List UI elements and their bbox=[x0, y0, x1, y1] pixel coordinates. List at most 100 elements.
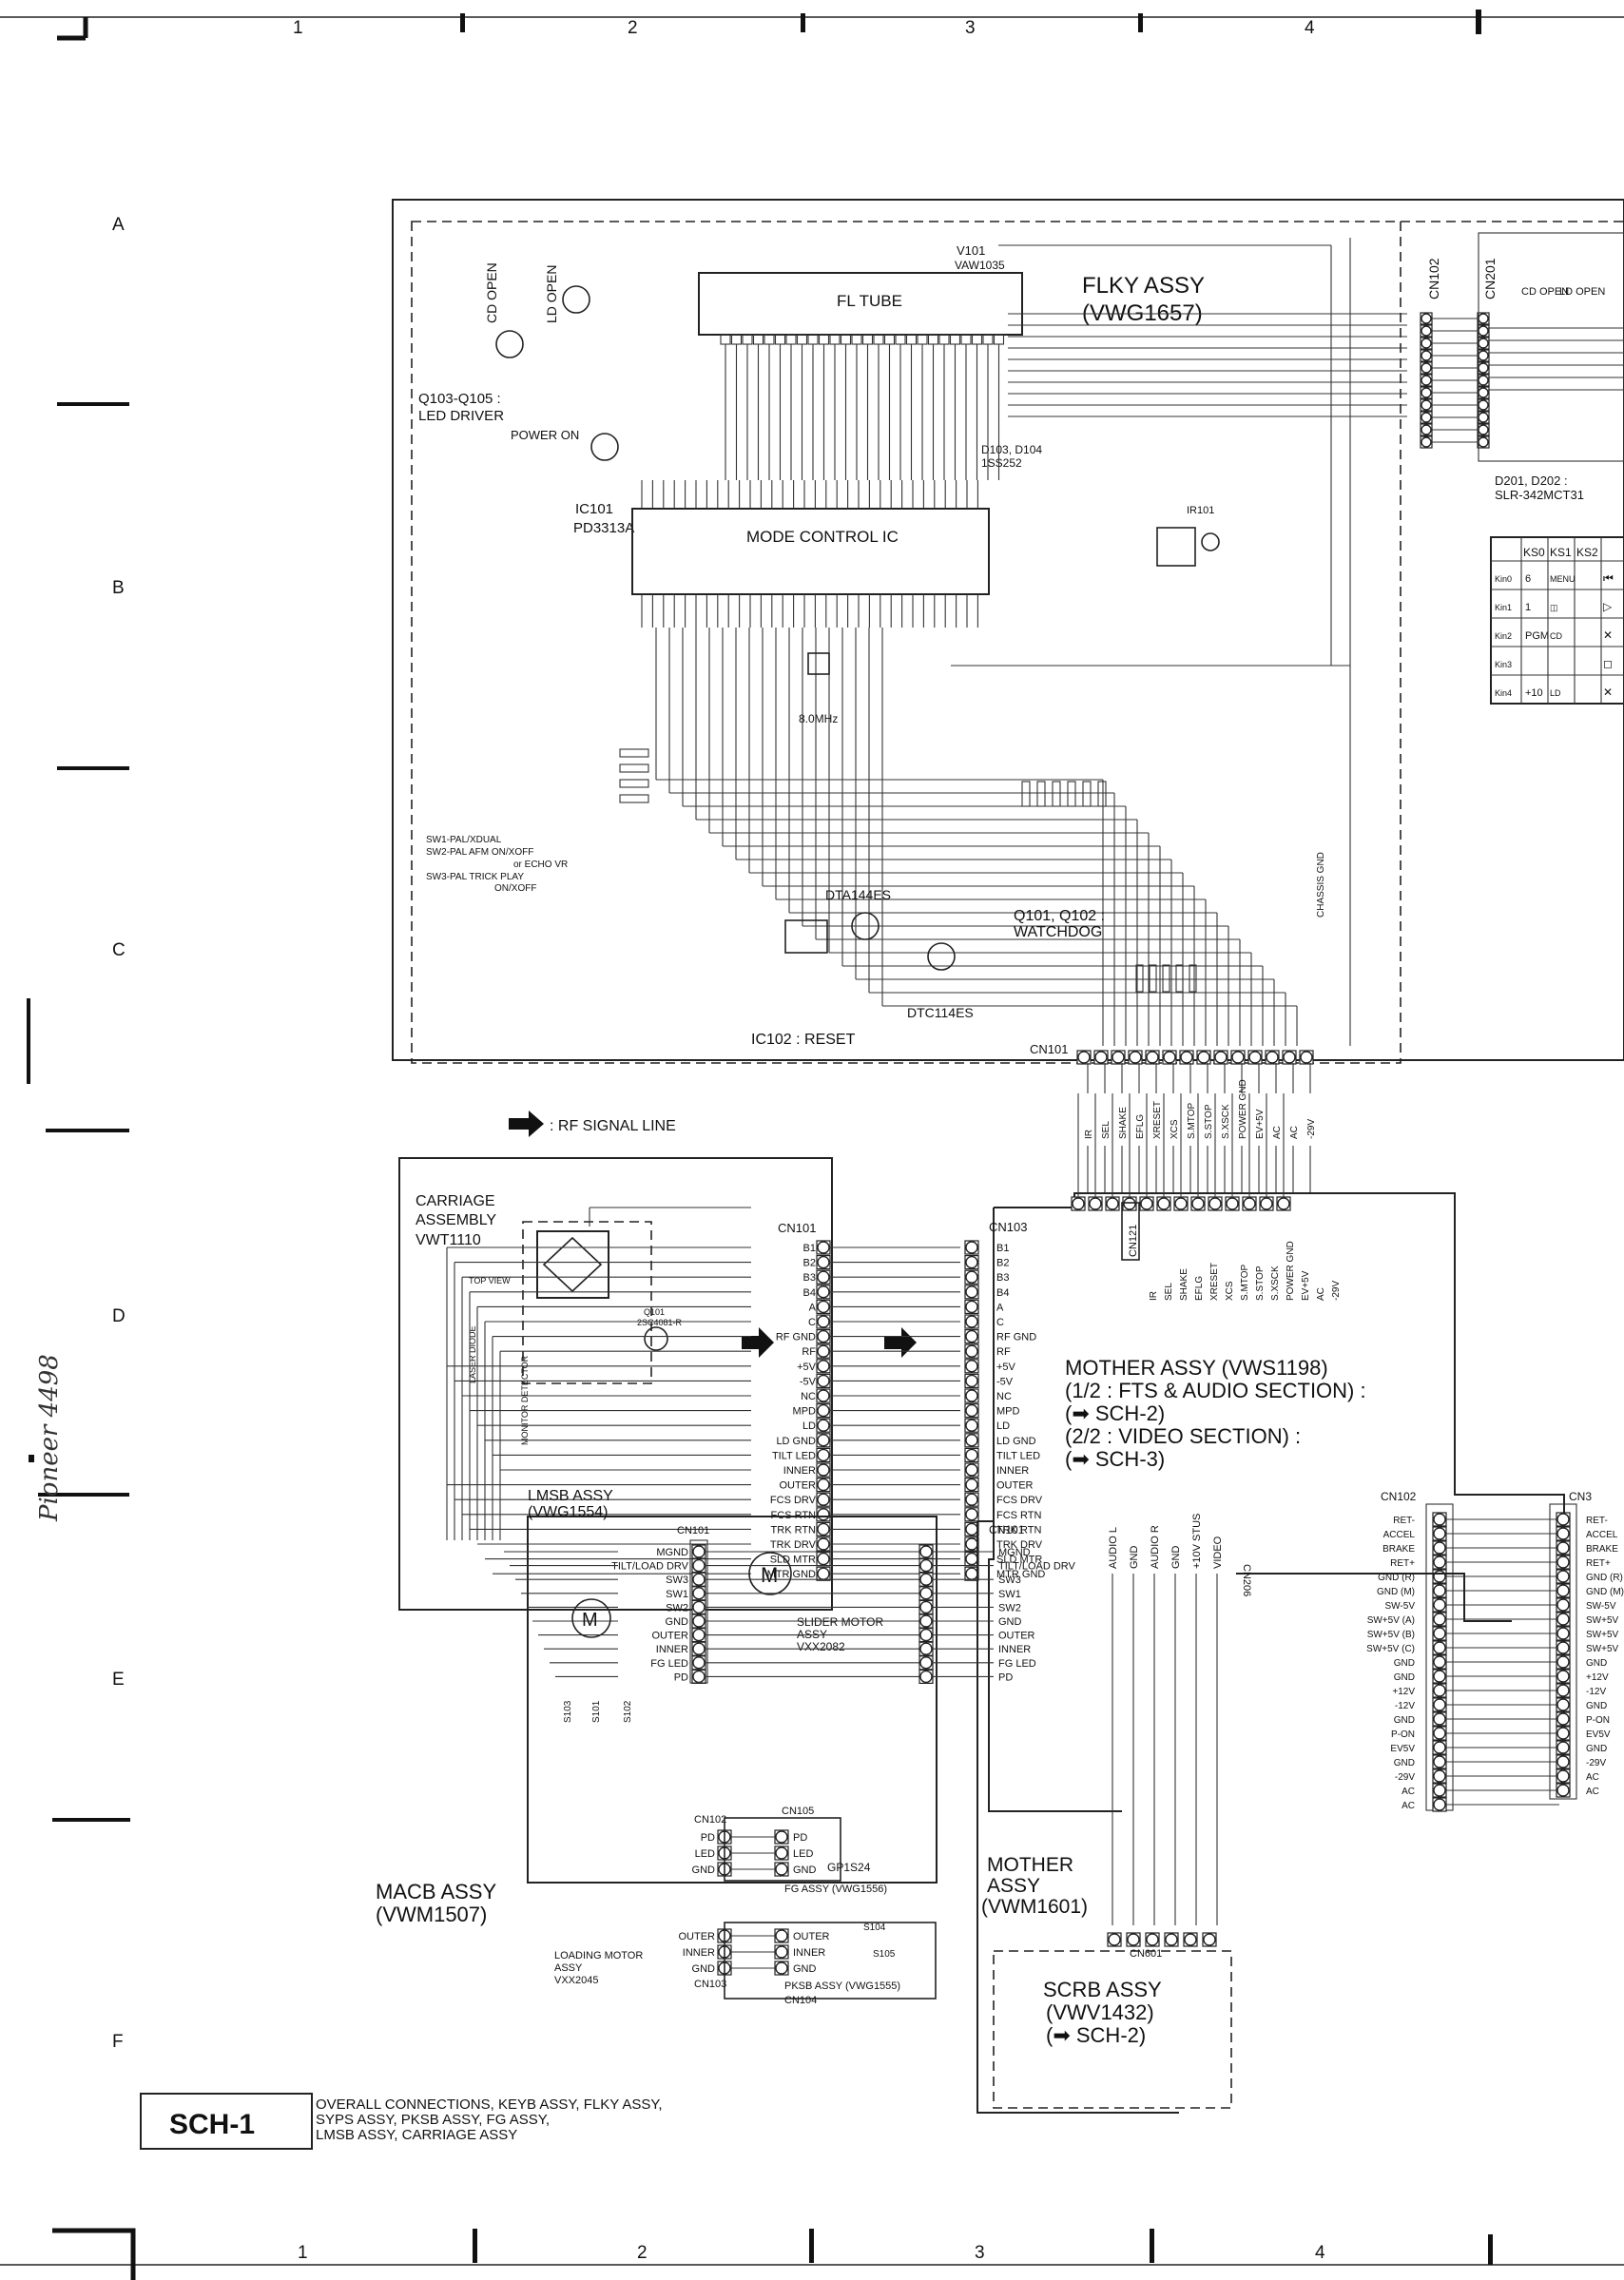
cn3-pin-label: -29V bbox=[1586, 1758, 1606, 1768]
carriage-cn101-pin bbox=[817, 1493, 830, 1506]
mother-cn102-pin-label: SW-5V bbox=[1385, 1601, 1416, 1612]
mother-cn102-pin bbox=[1433, 1684, 1446, 1697]
flky-cn102-pin bbox=[1421, 350, 1432, 361]
mother-top-signal-label: EV+5V bbox=[1301, 1270, 1311, 1301]
cn104-pin-label: OUTER bbox=[793, 1931, 830, 1942]
mother-cn103-pin bbox=[965, 1478, 978, 1492]
mother2-cn101-pin bbox=[919, 1573, 933, 1586]
cn105-pin bbox=[775, 1846, 788, 1860]
loading-motor-3: VXX2045 bbox=[554, 1975, 598, 1986]
carriage-title-2: ASSEMBLY bbox=[416, 1212, 496, 1228]
mother-top-pin bbox=[1277, 1197, 1290, 1210]
carriage-cn101-pin bbox=[817, 1552, 830, 1566]
footer-title-block: SCH-1 OVERALL CONNECTIONS, KEYB ASSY, FL… bbox=[140, 2093, 663, 2150]
mother-line-4: (➡ SCH-3) bbox=[1065, 1447, 1165, 1471]
carriage-part: VWT1110 bbox=[416, 1232, 481, 1248]
cn3-pin bbox=[1556, 1527, 1570, 1540]
mother-cn102-pin bbox=[1433, 1755, 1446, 1768]
cn201-ld-open: LD OPEN bbox=[1559, 286, 1605, 298]
d201-d202-label: D201, D202 : bbox=[1495, 473, 1568, 488]
mother-pin-label: OUTER bbox=[996, 1480, 1034, 1492]
cn3-pin bbox=[1556, 1598, 1570, 1612]
mother2-title-2: ASSY bbox=[987, 1875, 1040, 1897]
mother-cn102-pin bbox=[1433, 1670, 1446, 1683]
fl-pin bbox=[764, 334, 775, 345]
mother-cn103-pin bbox=[965, 1434, 978, 1447]
mother-pin-label: TRK DRV bbox=[996, 1539, 1043, 1551]
lmsb-cn101-pin bbox=[692, 1600, 706, 1614]
lmsb-cn101-pin bbox=[692, 1587, 706, 1600]
mother-cn103-pin bbox=[965, 1403, 978, 1418]
cn3-pin-label: RET+ bbox=[1586, 1558, 1611, 1569]
col-label-4: 4 bbox=[1305, 18, 1315, 38]
mother-cn102-pin bbox=[1433, 1513, 1446, 1526]
fl-pin bbox=[895, 334, 906, 345]
cn3-pin bbox=[1556, 1670, 1570, 1683]
flky-cn101-pin bbox=[1231, 1051, 1245, 1064]
row-label-d: D bbox=[112, 1306, 126, 1326]
fl-pin bbox=[960, 334, 972, 345]
carriage-cn101-pin bbox=[817, 1389, 830, 1402]
ld-open-label: LD OPEN bbox=[544, 265, 559, 323]
mother-pin-label: C bbox=[996, 1317, 1004, 1328]
cn201-pin bbox=[1478, 338, 1489, 349]
cn3-pin bbox=[1556, 1727, 1570, 1740]
mother-top-signal-label: IR bbox=[1149, 1291, 1159, 1301]
cn3-pin-label: GND (M) bbox=[1586, 1587, 1624, 1597]
cn104-pin-label: GND bbox=[793, 1963, 817, 1975]
row-label-f: F bbox=[112, 2032, 124, 2052]
carriage-cn101-pin bbox=[817, 1403, 830, 1418]
mother-cn102-pin-label: +12V bbox=[1392, 1687, 1415, 1697]
flky-cn102-pin bbox=[1421, 362, 1432, 374]
cn3-pin-label: GND (R) bbox=[1586, 1573, 1623, 1583]
cn3-pin bbox=[1556, 1555, 1570, 1569]
mother-cn103-pin bbox=[965, 1567, 978, 1580]
ic101-part: PD3313A bbox=[573, 520, 634, 536]
cn201-cd-open: CD OPEN bbox=[1521, 286, 1569, 298]
mother-pin-label: B4 bbox=[996, 1287, 1009, 1299]
mother-cn102-pin-label: GND (M) bbox=[1377, 1587, 1415, 1597]
ic101-pins bbox=[641, 480, 978, 628]
cn206-label: CN206 bbox=[1241, 1564, 1252, 1596]
carriage-cn101-pin bbox=[817, 1463, 830, 1477]
mother2-cn101-pin bbox=[919, 1558, 933, 1573]
carriage-cn101-pin bbox=[817, 1374, 830, 1388]
lmsb-pin-label: MGND bbox=[656, 1547, 688, 1558]
mother-cn102-pin-label: AC bbox=[1402, 1801, 1415, 1811]
mother-cn102-pin-label: ACCEL bbox=[1383, 1530, 1416, 1540]
mother-cn102-pin bbox=[1433, 1798, 1446, 1811]
flky-cn101-connector bbox=[1076, 1050, 1314, 1065]
mother-cn102-pin bbox=[1433, 1570, 1446, 1583]
s101-label: S101 bbox=[591, 1700, 602, 1723]
ir101-sensor bbox=[1156, 527, 1196, 567]
resistor bbox=[619, 794, 649, 803]
dta144es-label: DTA144ES bbox=[825, 887, 891, 902]
mother-top-signal-label: XCS bbox=[1225, 1281, 1235, 1301]
resistor bbox=[1021, 781, 1031, 807]
slider-motor-1: SLIDER MOTOR bbox=[797, 1615, 883, 1629]
fl-pin bbox=[938, 334, 950, 345]
mother-top-pin bbox=[1123, 1197, 1136, 1210]
cn3-pin-label: BRAKE bbox=[1586, 1544, 1618, 1555]
lmsb-cn101-pin bbox=[692, 1545, 706, 1558]
carriage-pin-label: OUTER bbox=[780, 1480, 817, 1492]
monitor-detector-label: MONITOR DETECTOR bbox=[520, 1355, 530, 1445]
macb-part: (VWM1507) bbox=[376, 1903, 487, 1926]
carriage-pin-label: A bbox=[809, 1302, 817, 1313]
loading-motor-1: LOADING MOTOR bbox=[554, 1950, 643, 1961]
row-label-a: A bbox=[112, 215, 125, 235]
carriage-cn101-pin bbox=[817, 1270, 830, 1284]
carriage-pin-label: FCS DRV bbox=[770, 1495, 817, 1506]
rf-signal-legend: : RF SIGNAL LINE bbox=[509, 1111, 676, 1137]
lmsb-pin-label: GND bbox=[666, 1616, 689, 1628]
carriage-pin-label: -5V bbox=[800, 1376, 817, 1387]
carriage-pin-label: RF GND bbox=[776, 1332, 816, 1343]
cn3-pin-label: EV5V bbox=[1586, 1729, 1611, 1740]
mother-cn103-pin bbox=[965, 1448, 978, 1462]
cn201-label: CN201 bbox=[1482, 258, 1498, 299]
mother-pin-label: -5V bbox=[996, 1376, 1014, 1387]
